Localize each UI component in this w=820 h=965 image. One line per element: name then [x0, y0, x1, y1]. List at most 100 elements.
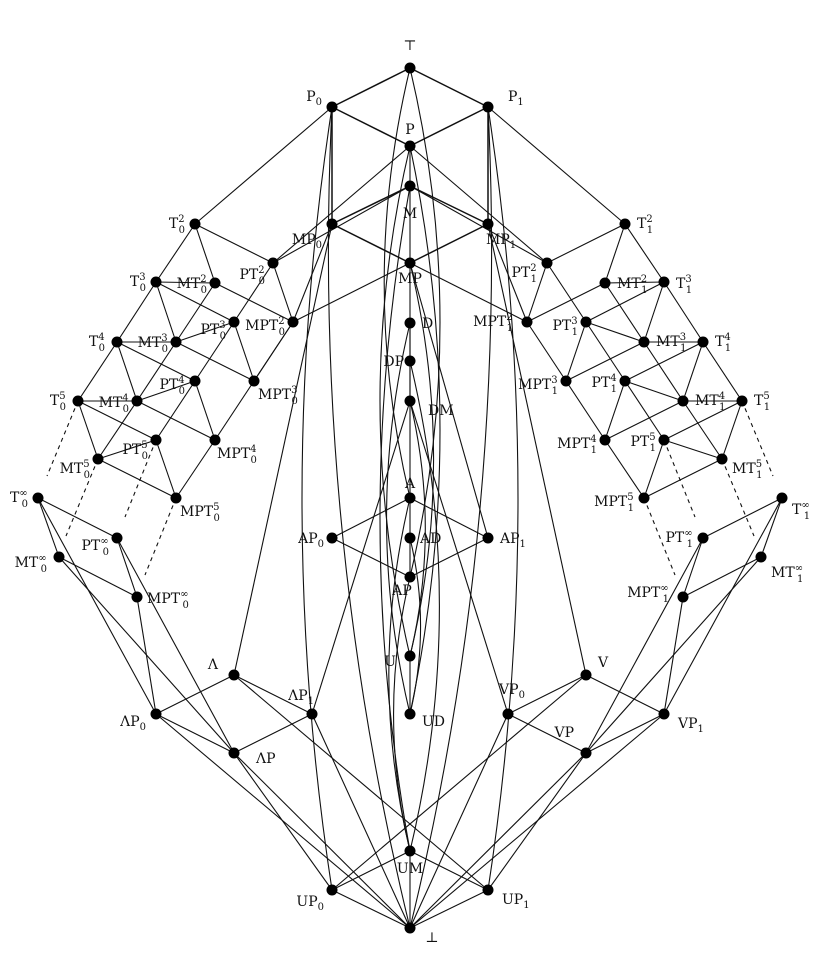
- edge-T13-T14: [663, 281, 704, 343]
- curve-AD-UD: [409, 537, 422, 715]
- edge-PT03-MPT03: [233, 321, 255, 382]
- label-base-T12: T: [637, 216, 647, 232]
- edge-V-VP0: [507, 674, 587, 715]
- edge-T02-PT02: [194, 223, 274, 264]
- label-sup-PT02: 2: [258, 265, 264, 276]
- label-base-MT04: MT: [99, 395, 123, 411]
- label-sup-MPT05: 5: [213, 502, 219, 513]
- edge-top-P0: [331, 67, 411, 108]
- edge-T12-T13: [624, 223, 665, 283]
- edge-T12-PT12: [546, 223, 626, 264]
- label-VP: VP: [553, 725, 574, 741]
- node-UP0: [326, 884, 338, 896]
- label-sup-MT1i: ∞: [795, 563, 803, 574]
- label-base-DP: DP: [383, 354, 404, 370]
- edge-DM-VP0: [409, 400, 509, 715]
- node-PT05: [150, 434, 162, 446]
- label-bot: ⊥: [425, 930, 438, 946]
- edge-MT1i-MPT1i: [682, 556, 762, 598]
- label-sup-T13: 3: [685, 274, 691, 285]
- node-PT15: [658, 434, 670, 446]
- label-base-T1i: T: [792, 502, 802, 518]
- label-base-T13: T: [676, 276, 686, 292]
- edge-V-UP0: [331, 674, 587, 891]
- label-sup-MT05: 5: [83, 459, 89, 470]
- edge-MPT04-MPT05: [175, 439, 216, 499]
- label-base-MT03: MT: [138, 335, 162, 351]
- label-sub-MP0: 0: [316, 240, 322, 251]
- edge-T04-PT04: [116, 341, 196, 382]
- label-base-PT05: PT: [122, 442, 141, 458]
- node-MPT03: [248, 375, 260, 387]
- label-sup-MT0i: ∞: [38, 553, 46, 564]
- label-base-MT0i: MT: [15, 555, 39, 571]
- label-sup-MPT12: 2: [506, 312, 512, 323]
- node-MT0i: [53, 551, 65, 563]
- node-top: [404, 62, 416, 74]
- dashed-edge-PT05: [124, 439, 157, 518]
- node-VP0: [502, 708, 514, 720]
- node-LP: [228, 747, 240, 759]
- node-P1: [482, 101, 494, 113]
- edge-T0i-PT0i: [37, 497, 118, 539]
- label-DM: DM: [428, 403, 454, 419]
- edge-PT02-PT03: [233, 262, 274, 323]
- label-base-MT1i: MT: [771, 565, 795, 581]
- label-sup-T03: 3: [139, 272, 145, 283]
- edge-MT14-PT14: [624, 380, 684, 402]
- label-sub-PT04: 0: [179, 386, 185, 397]
- label-base-T14: T: [715, 334, 725, 350]
- lattice-curves: [301, 67, 519, 929]
- label-sub-MPT13: 1: [552, 386, 558, 397]
- edge-MT0i-MPT0i: [58, 556, 138, 598]
- label-sub-UP0: 0: [318, 902, 324, 913]
- edge-P0-T02: [194, 106, 333, 225]
- label-base-L: Λ: [207, 657, 219, 673]
- edge-MP1-MP: [409, 223, 489, 264]
- label-base-UD: UD: [422, 714, 445, 730]
- label-base-MPT1i: MPT: [627, 585, 661, 601]
- node-MT13: [638, 336, 650, 348]
- edge-PT02-MPT02: [272, 262, 294, 323]
- label-sub-MT15: 1: [756, 470, 762, 481]
- label-base-MP: MP: [398, 271, 422, 287]
- label-sub-PT15: 1: [650, 443, 656, 454]
- label-sup-MT03: 3: [161, 333, 167, 344]
- label-sub-T14: 1: [725, 343, 731, 354]
- edge-MPT03-MPT02: [253, 321, 294, 382]
- edge-A-AP0: [331, 497, 411, 539]
- curve-MP-U: [409, 262, 435, 657]
- label-PT1i: PT∞1: [666, 528, 693, 550]
- label-base-MP1: MP: [486, 232, 510, 248]
- edge-P0-P: [331, 106, 411, 147]
- edge-T15-MT15: [721, 400, 743, 460]
- label-sub-MT14: 1: [719, 402, 725, 413]
- label-top: ⊤: [403, 38, 416, 54]
- label-P1: P1: [508, 89, 524, 108]
- edge-PT1i-MPT1i: [682, 537, 704, 598]
- edge-VP0-VP: [507, 713, 587, 754]
- label-T0i: T∞0: [10, 488, 28, 510]
- node-MT04: [131, 395, 143, 407]
- label-MP1: MP1: [486, 232, 516, 251]
- label-sup-MPT02: 2: [278, 316, 284, 327]
- label-base-A: A: [404, 476, 416, 492]
- label-sub-PT12: 1: [531, 274, 537, 285]
- label-sub-MPT14: 1: [591, 445, 597, 456]
- label-sup-T02: 2: [178, 214, 184, 225]
- node-PT0i: [111, 532, 123, 544]
- label-base-PT0i: PT: [82, 538, 101, 554]
- curve-P0-bot: [327, 106, 411, 929]
- label-base-MT02: MT: [177, 276, 201, 292]
- label-P0: P0: [306, 89, 322, 108]
- label-base-MP0: MP: [292, 232, 316, 248]
- label-sub-T05: 0: [60, 402, 66, 413]
- label-base-PT02: PT: [239, 267, 258, 283]
- node-V: [580, 669, 592, 681]
